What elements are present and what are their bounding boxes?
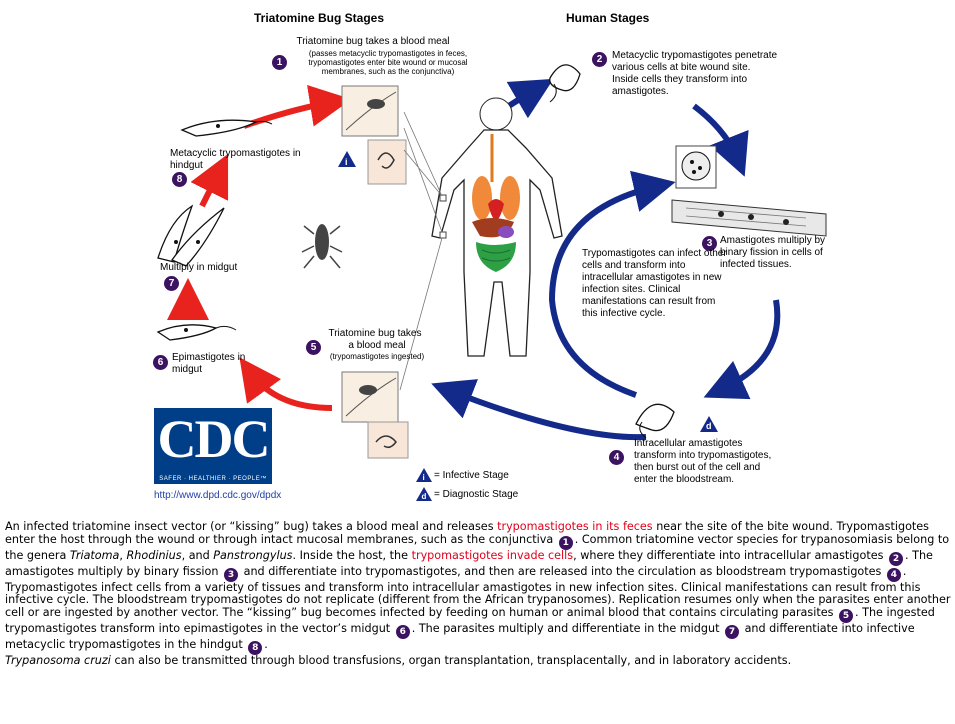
- description-paragraph-1: An infected triatomine insect vector (or…: [5, 521, 953, 655]
- desc-text: ,: [119, 549, 126, 562]
- description-paragraph-2: Trypanosoma cruzi can also be transmitte…: [5, 655, 953, 668]
- triatomine-bug-icon: [302, 224, 342, 268]
- inline-stage-5-badge: 5: [839, 609, 853, 623]
- legend-infective-label: = Infective Stage: [434, 470, 509, 481]
- trypomastigote-penetrating-icon: [550, 65, 580, 102]
- inline-stage-3-badge: 3: [224, 568, 238, 582]
- infected-cell-icon: [676, 146, 716, 188]
- legend-diagnostic: d = Diagnostic Stage: [416, 487, 518, 503]
- infective-stage-icon: i: [416, 468, 432, 482]
- stage-4-caption: Intracellular amastigotes transform into…: [634, 438, 780, 486]
- stage-1-caption: Triatomine bug takes a blood meal: [280, 36, 466, 48]
- bug-bite-panel-5: [342, 372, 398, 422]
- stage-2-caption: Metacyclic trypomastigotes penetrate var…: [612, 50, 778, 98]
- inline-stage-4-badge: 4: [887, 568, 901, 582]
- legend-infective: i = Infective Stage: [416, 468, 509, 484]
- arrow-5-to-6: [250, 372, 332, 408]
- stage-5-caption-2: a blood meal: [322, 340, 432, 352]
- link-trypomastigotes-in-feces[interactable]: trypomastigotes in its feces: [497, 520, 653, 533]
- genus-panstrongylus: Panstrongylus: [213, 549, 292, 562]
- stage-8-caption: Metacyclic trypomastigotes in hindgut: [170, 148, 318, 172]
- stage-7-caption: Multiply in midgut: [160, 262, 280, 274]
- inline-stage-1-badge: 1: [559, 536, 573, 550]
- cdc-logo: CDC SAFER · HEALTHIER · PEOPLE™: [154, 408, 272, 484]
- arrow-8-to-1: [244, 102, 334, 126]
- trypomastigote-in-feces: [368, 140, 406, 184]
- cdc-url: http://www.dpd.cdc.gov/dpdx: [154, 490, 281, 501]
- bug-bite-panel-1: [342, 86, 398, 136]
- desc-text: An infected triatomine insect vector (or…: [5, 520, 497, 533]
- stage-1-badge: 1: [272, 55, 287, 70]
- genus-rhodinius: Rhodinius: [127, 549, 182, 562]
- species-name: Trypanosoma cruzi: [5, 654, 111, 667]
- stage-2-badge: 2: [592, 52, 607, 67]
- ingested-trypomastigote: [368, 422, 408, 458]
- inline-stage-2-badge: 2: [889, 552, 903, 566]
- genus-triatoma: Triatoma: [70, 549, 120, 562]
- arrow-7-to-8: [202, 170, 220, 206]
- stage-5-subcaption: (trypomastigotes ingested): [312, 352, 442, 361]
- stage-4-badge: 4: [609, 450, 624, 465]
- inline-stage-6-badge: 6: [396, 625, 410, 639]
- dividing-parasites-icon: [158, 206, 224, 266]
- arrow-4-to-5: [448, 390, 646, 437]
- svg-text:d: d: [422, 492, 427, 501]
- infective-cycle-note: Trypomastigotes can infect other cells a…: [582, 248, 732, 320]
- stage-3-caption: Amastigotes multiply by binary fission i…: [720, 235, 846, 271]
- bug-stages-header: Triatomine Bug Stages: [254, 12, 384, 24]
- inline-stage-7-badge: 7: [725, 625, 739, 639]
- epimastigote-midgut-icon: [158, 325, 236, 340]
- svg-text:i: i: [423, 473, 425, 482]
- desc-text: .: [264, 638, 268, 651]
- desc-text: . Inside the host, the: [293, 549, 412, 562]
- desc-text: can also be transmitted through blood tr…: [111, 654, 791, 667]
- lifecycle-diagram: Triatomine Bug Stages Human Stages 1 Tri…: [146, 10, 836, 515]
- stage-6-caption: Epimastigotes in midgut: [172, 352, 252, 376]
- bloodstream-trypomastigote-icon: [636, 404, 674, 438]
- human-stages-header: Human Stages: [566, 12, 649, 24]
- stage-1-subcaption: (passes metacyclic trypomastigotes in fe…: [290, 49, 486, 76]
- link-trypomastigotes-invade-cells[interactable]: trypomastigotes invade cells: [412, 549, 574, 562]
- lifecycle-description: An infected triatomine insect vector (or…: [5, 521, 953, 667]
- inline-stage-8-badge: 8: [248, 641, 262, 655]
- infective-marker-letter: i: [345, 156, 348, 168]
- diagnostic-stage-icon: d: [416, 487, 432, 501]
- desc-text: , and: [182, 549, 214, 562]
- legend-diagnostic-label: = Diagnostic Stage: [434, 489, 518, 500]
- stage-6-badge: 6: [153, 355, 168, 370]
- stage-5-caption-1: Triatomine bug takes: [310, 328, 440, 340]
- desc-text: , where they differentiate into intracel…: [573, 549, 887, 562]
- stage-7-badge: 7: [164, 276, 179, 291]
- cdc-tagline: SAFER · HEALTHIER · PEOPLE™: [154, 476, 272, 482]
- desc-text: and differentiate into trypomastigotes, …: [240, 565, 885, 578]
- stage-8-badge: 8: [172, 172, 187, 187]
- infected-tissue-icon: [672, 200, 826, 236]
- cdc-logo-letters: CDC: [154, 410, 272, 468]
- diagnostic-marker-letter: d: [706, 420, 712, 432]
- desc-text: . The parasites multiply and differentia…: [412, 622, 723, 635]
